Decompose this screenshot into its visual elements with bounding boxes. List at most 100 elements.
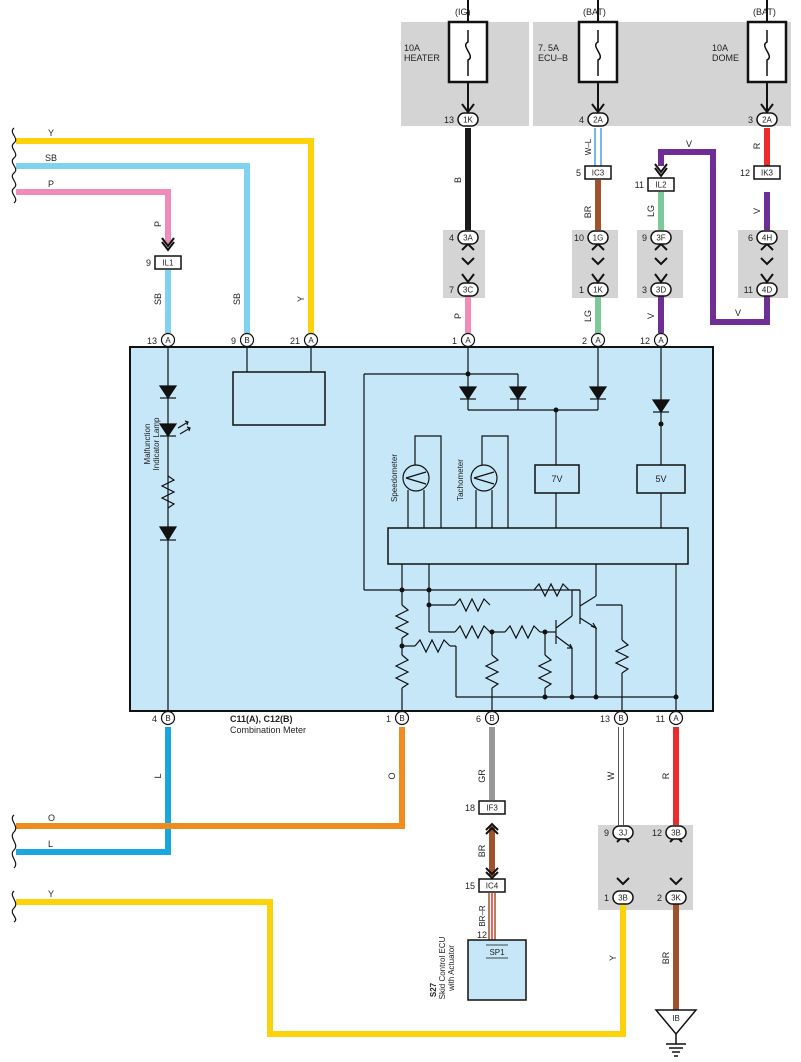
svg-text:11: 11 <box>656 714 665 724</box>
svg-text:9: 9 <box>604 828 609 838</box>
svg-text:B: B <box>618 714 623 723</box>
fuse-icon <box>465 30 471 76</box>
svg-text:Y: Y <box>608 955 618 961</box>
svg-text:A: A <box>658 336 664 345</box>
svg-text:21: 21 <box>290 336 300 346</box>
ground-ib: IB <box>654 1009 698 1057</box>
svg-text:A: A <box>308 336 314 345</box>
svg-text:SB: SB <box>232 293 242 305</box>
speedometer-label: Speedometer <box>390 454 399 502</box>
svg-text:7: 7 <box>449 285 454 295</box>
svg-text:6: 6 <box>748 233 753 243</box>
svg-text:V: V <box>686 139 692 149</box>
svg-text:2: 2 <box>582 336 587 346</box>
connector-il2: IL2 <box>655 181 667 190</box>
svg-text:12: 12 <box>477 930 487 940</box>
combination-meter-box <box>129 346 714 712</box>
svg-text:1: 1 <box>452 336 457 346</box>
connector-1k: 1K <box>463 116 473 125</box>
svg-text:2: 2 <box>657 893 662 903</box>
connector-ic3: IC3 <box>592 169 605 178</box>
svg-text:12: 12 <box>740 168 750 178</box>
connector-pills: 1K 13 2A 4 2A 3 IC3 5 IL2 11 IK3 12 IL1 … <box>146 112 781 905</box>
skid-control-ecu: SP1 12 S27 Skid Control ECU with Actuato… <box>429 930 527 1001</box>
svg-text:11: 11 <box>744 285 753 295</box>
fuse-dome-supply: (BAT) <box>753 7 776 17</box>
svg-text:4: 4 <box>152 714 157 724</box>
meter-pins: A 13 B 9 A 21 A 1 A 2 A 12 B 4 B 1 B 6 B… <box>147 332 684 726</box>
connector-3b-lower: 3B <box>618 894 628 903</box>
svg-text:5: 5 <box>576 168 581 178</box>
svg-text:V: V <box>735 308 741 318</box>
svg-text:9: 9 <box>146 258 151 268</box>
svg-text:18: 18 <box>465 803 475 813</box>
svg-text:4: 4 <box>449 233 454 243</box>
svg-text:1: 1 <box>604 893 609 903</box>
svg-text:Y: Y <box>48 128 54 138</box>
ecu-connector: SP1 <box>489 948 505 957</box>
regulator-7v: 7V <box>551 474 562 484</box>
wire-color-labels: Y SB P O L Y B W–L BR LG P P SB SB Y V L… <box>45 128 762 964</box>
connector-il1: IL1 <box>162 259 174 268</box>
svg-text:6: 6 <box>476 714 481 724</box>
svg-text:W–L: W–L <box>584 138 593 155</box>
svg-text:P: P <box>48 179 54 189</box>
fuse-icon <box>764 30 770 76</box>
svg-text:12: 12 <box>640 336 650 346</box>
connector-1g: 1G <box>593 234 604 243</box>
connector-2a-dome: 2A <box>762 116 772 125</box>
svg-text:B: B <box>489 714 494 723</box>
regulator-5v: 5V <box>655 474 666 484</box>
svg-text:BR: BR <box>477 844 487 857</box>
svg-text:BR: BR <box>661 951 671 964</box>
svg-text:1: 1 <box>386 714 391 724</box>
svg-text:SB: SB <box>153 293 163 305</box>
svg-text:GR: GR <box>477 769 487 783</box>
svg-text:9: 9 <box>642 233 647 243</box>
ground-id: IB <box>672 1014 680 1023</box>
svg-text:R: R <box>752 142 762 149</box>
svg-text:4: 4 <box>579 115 584 125</box>
svg-text:3: 3 <box>748 115 753 125</box>
svg-text:V: V <box>646 313 656 319</box>
svg-text:B: B <box>244 336 249 345</box>
svg-text:13: 13 <box>147 336 157 346</box>
connector-ic4: IC4 <box>486 882 499 891</box>
wire-break-markers <box>11 127 17 923</box>
svg-text:13: 13 <box>600 714 610 724</box>
svg-text:O: O <box>387 772 397 779</box>
svg-text:W: W <box>606 771 616 780</box>
svg-text:Y: Y <box>296 296 306 302</box>
tachometer-label: Tachometer <box>456 459 465 501</box>
connector-4d: 4D <box>762 286 772 295</box>
wire-y-top <box>16 138 314 333</box>
fuse-heater: (IG) 10A HEATER <box>404 0 489 116</box>
ecu-name-line2: with Actuator <box>447 945 456 992</box>
connector-3a: 3A <box>463 234 473 243</box>
connector-2a-ecub: 2A <box>593 116 603 125</box>
connector-3f: 3F <box>656 234 665 243</box>
connector-ik3: IK3 <box>761 169 774 178</box>
connector-3j: 3J <box>619 829 627 838</box>
connector-3k: 3K <box>671 894 681 903</box>
svg-text:B: B <box>165 714 170 723</box>
svg-text:A: A <box>595 336 601 345</box>
svg-text:B: B <box>453 177 463 183</box>
fuse-heater-rating: 10A <box>404 43 420 53</box>
meter-connector-ids: C11(A), C12(B) <box>230 714 293 724</box>
fuse-ecub-supply: (BAT) <box>583 7 606 17</box>
wire-y-bottom <box>16 899 626 1037</box>
wire-o <box>16 727 405 829</box>
svg-text:A: A <box>165 336 171 345</box>
fuse-dome: (BAT) 10A DOME <box>712 0 788 116</box>
svg-text:LG: LG <box>646 205 656 217</box>
svg-text:13: 13 <box>444 115 454 125</box>
svg-text:V: V <box>752 208 762 214</box>
connector-if3: IF3 <box>486 804 498 813</box>
wire-v-loop <box>658 149 770 325</box>
connector-4h: 4H <box>762 234 772 243</box>
wire-l <box>16 727 171 855</box>
connector-1k-lower: 1K <box>593 286 603 295</box>
svg-text:P: P <box>453 313 463 319</box>
svg-text:L: L <box>48 839 53 849</box>
